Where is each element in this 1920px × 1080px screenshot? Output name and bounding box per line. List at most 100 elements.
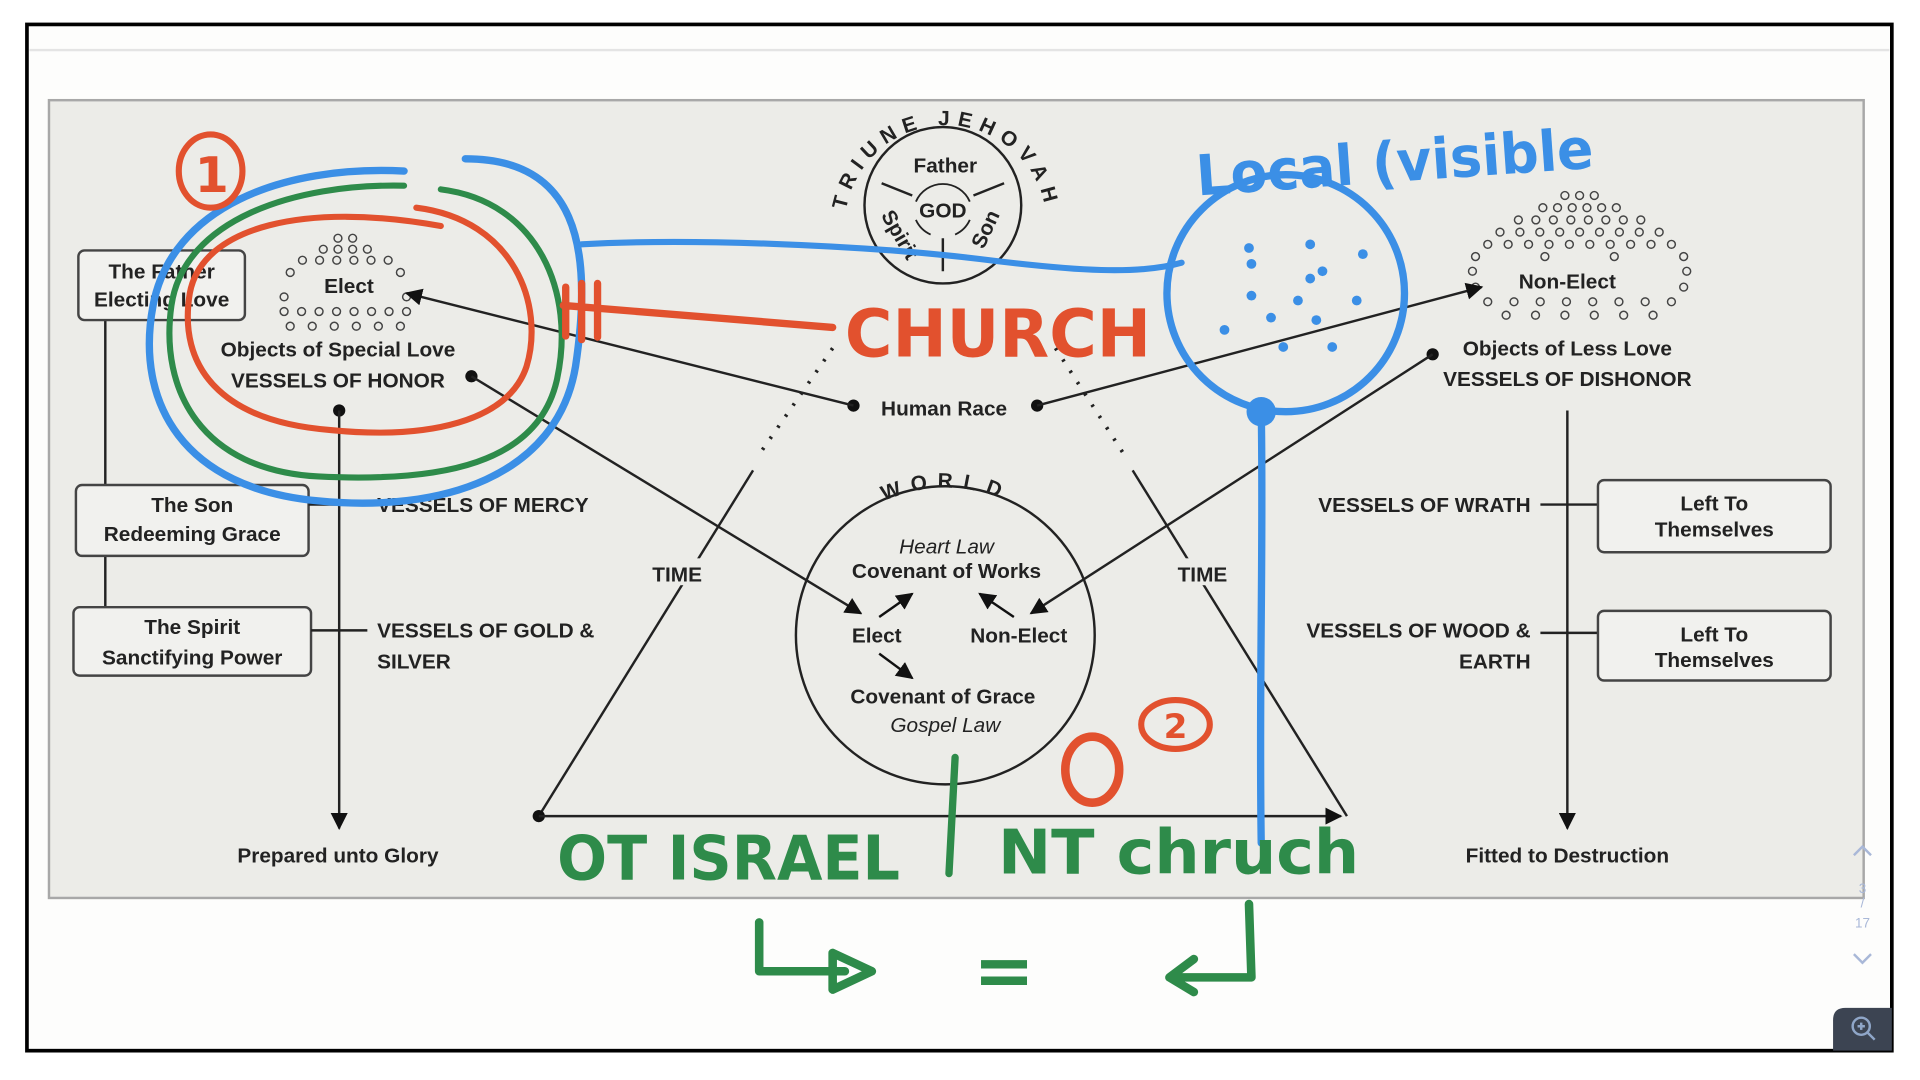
left-to-themselves-box: Left To Themselves [1596,478,1832,554]
blue-circle-stroke [145,155,586,507]
dot [1531,215,1541,225]
arrow-honor-to-world [470,375,863,615]
dot [349,306,359,317]
dot [1589,190,1599,201]
gospel-law: Gospel Law [890,714,1002,737]
vessels-of-wrath: VESSELS OF WRATH [1318,494,1530,517]
world-circle: WORLD Heart Law Covenant of Works Elect … [794,469,1096,786]
dot [1666,239,1677,249]
dot [333,244,343,254]
dot [1609,251,1619,262]
annotation-equals: = [973,929,1035,1014]
dot [314,306,324,317]
annotation-church: CHURCH [845,296,1151,373]
dot [1601,215,1611,225]
dot [1618,215,1628,225]
dot [1583,215,1593,225]
dot [314,255,325,265]
father-label: Father [914,154,978,177]
dot [395,321,406,331]
ink-dot [1246,259,1257,269]
dot [1555,227,1565,237]
time-line-left [537,469,755,817]
left-to-themselves-box: Left To Themselves [1596,609,1832,682]
dot [351,321,361,331]
dot [383,255,393,265]
green-divider [945,753,959,878]
elect-label: Elect [324,275,374,298]
elect-dots [279,233,412,331]
dot [1467,266,1478,276]
annotation-ot-israel: OT ISRAEL [557,824,900,895]
dot [1503,239,1513,249]
page-up-icon[interactable] [1853,844,1872,857]
dot [349,255,359,265]
heart-law: Heart Law [899,535,996,558]
dot [285,267,295,278]
dot [1513,215,1524,225]
dot [1523,239,1534,249]
dot [1596,203,1607,213]
page-navigator: 3 / 17 [1853,844,1872,965]
non-elect-dots [1467,190,1692,320]
annotation-number-2: 2 [1164,707,1188,747]
fitted-to-destruction: Fitted to Destruction [1466,845,1669,868]
red-zero-stroke [1061,732,1124,807]
blue-tube-top [578,238,1185,274]
green-arrow-right [1165,899,1256,997]
dotted-line [757,347,1126,456]
vessels-of-dishonor: VESSELS OF DISHONOR [1443,368,1692,391]
box-subtitle: Themselves [1655,518,1774,541]
dot [401,306,412,317]
dot [1640,297,1650,307]
page-down-icon[interactable] [1853,953,1872,965]
ink-dot [1327,342,1338,352]
blue-line-down [1256,405,1266,847]
dot [1636,215,1646,225]
ink-dot [1305,239,1316,250]
world-elect: Elect [852,625,902,648]
box-title: Left To [1680,493,1748,516]
dot [1509,297,1519,307]
dot [1535,297,1545,307]
dot [1544,239,1554,249]
dot [1614,227,1625,237]
green-circle-stroke [166,182,565,481]
dot [1585,239,1595,249]
page-separator: / [1861,896,1865,911]
ink-dot [1278,342,1289,352]
zoom-button[interactable] [1833,1007,1892,1051]
dot [1560,310,1570,320]
arrow-to-elect [404,288,854,407]
dot [1535,227,1545,237]
vessels-of-honor: VESSELS OF HONOR [231,369,445,392]
spirit-box-subtitle: Sanctifying Power [102,647,282,670]
ink-dot [1357,249,1368,260]
covenant-of-grace: Covenant of Grace [850,686,1035,709]
dot [1530,310,1541,320]
vessels-of-gold-line1: VESSELS OF GOLD & [377,620,594,643]
dot [1682,266,1692,276]
page-total: 17 [1855,915,1870,930]
ink-dot [1311,315,1322,325]
dot [1634,227,1644,237]
objects-less-love: Objects of Less Love [1463,338,1672,361]
dot [1548,215,1559,225]
dot [296,306,307,317]
dot [1574,227,1585,237]
dot [1483,239,1493,249]
son-box-title: The Son [151,494,233,517]
blue-local-circle [1163,171,1409,416]
dot [1594,227,1605,237]
dot [1483,297,1493,307]
vessels-of-gold-line2: SILVER [377,650,451,673]
dot [1605,239,1615,249]
dot [1495,227,1505,237]
ink-dot [1317,266,1328,277]
dot [318,244,328,254]
covenant-of-works: Covenant of Works [852,560,1041,583]
dot [1501,310,1511,320]
red-church-line [559,279,837,344]
dot [1589,310,1599,320]
